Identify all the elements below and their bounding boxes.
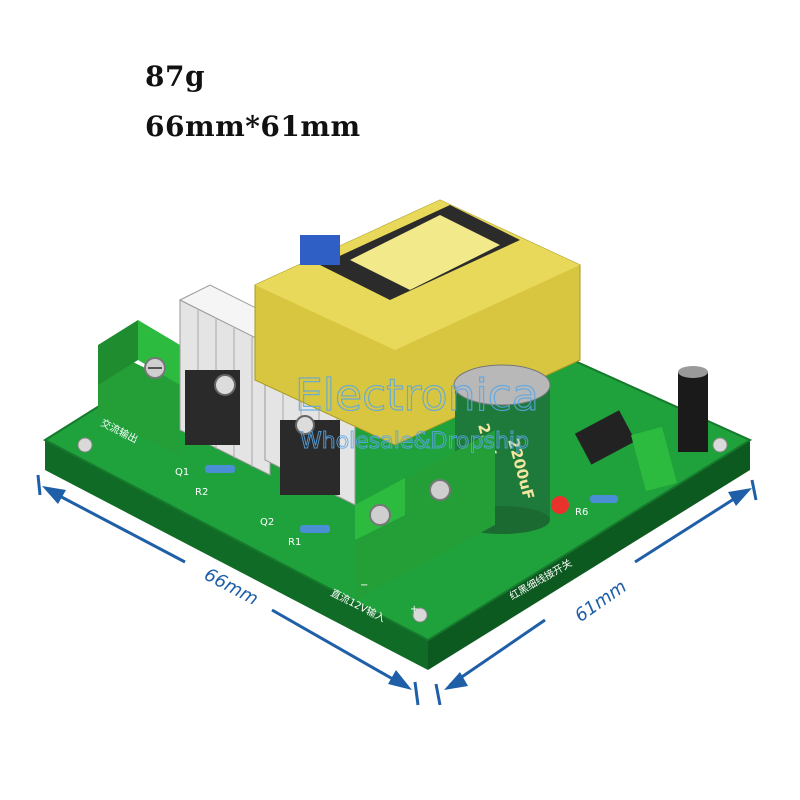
pcb-edge-left bbox=[45, 440, 428, 670]
silk-q1: Q1 bbox=[175, 467, 189, 478]
small-green-terminal bbox=[631, 426, 677, 492]
silk-r1: R1 bbox=[288, 537, 301, 548]
small-capacitor bbox=[678, 366, 708, 452]
red-led bbox=[551, 496, 569, 514]
output-terminal-block bbox=[98, 320, 180, 455]
silk-minus: − bbox=[360, 580, 368, 591]
weight-spec: 87g bbox=[145, 60, 206, 93]
resistor bbox=[300, 525, 330, 533]
electrolytic-capacitor: 2200uF 25V bbox=[453, 364, 551, 534]
ic-chip bbox=[574, 410, 636, 465]
silk-q2: Q2 bbox=[260, 517, 274, 528]
input-terminal-block bbox=[355, 430, 495, 600]
heatsink-left bbox=[178, 284, 302, 476]
silk-r6: R6 bbox=[575, 507, 588, 518]
silk-r2: R2 bbox=[195, 487, 208, 498]
depth-dimension-label: 61mm bbox=[571, 576, 631, 626]
silk-plus: + bbox=[410, 604, 418, 615]
watermark-line2: Wholesale&Dropship bbox=[300, 429, 529, 454]
pcb-edge-right bbox=[428, 440, 750, 670]
resistor bbox=[590, 495, 618, 503]
watermark-line1: Electronica bbox=[295, 370, 539, 421]
resistor bbox=[205, 465, 235, 473]
dimensions-spec: 66mm*61mm bbox=[145, 110, 361, 143]
